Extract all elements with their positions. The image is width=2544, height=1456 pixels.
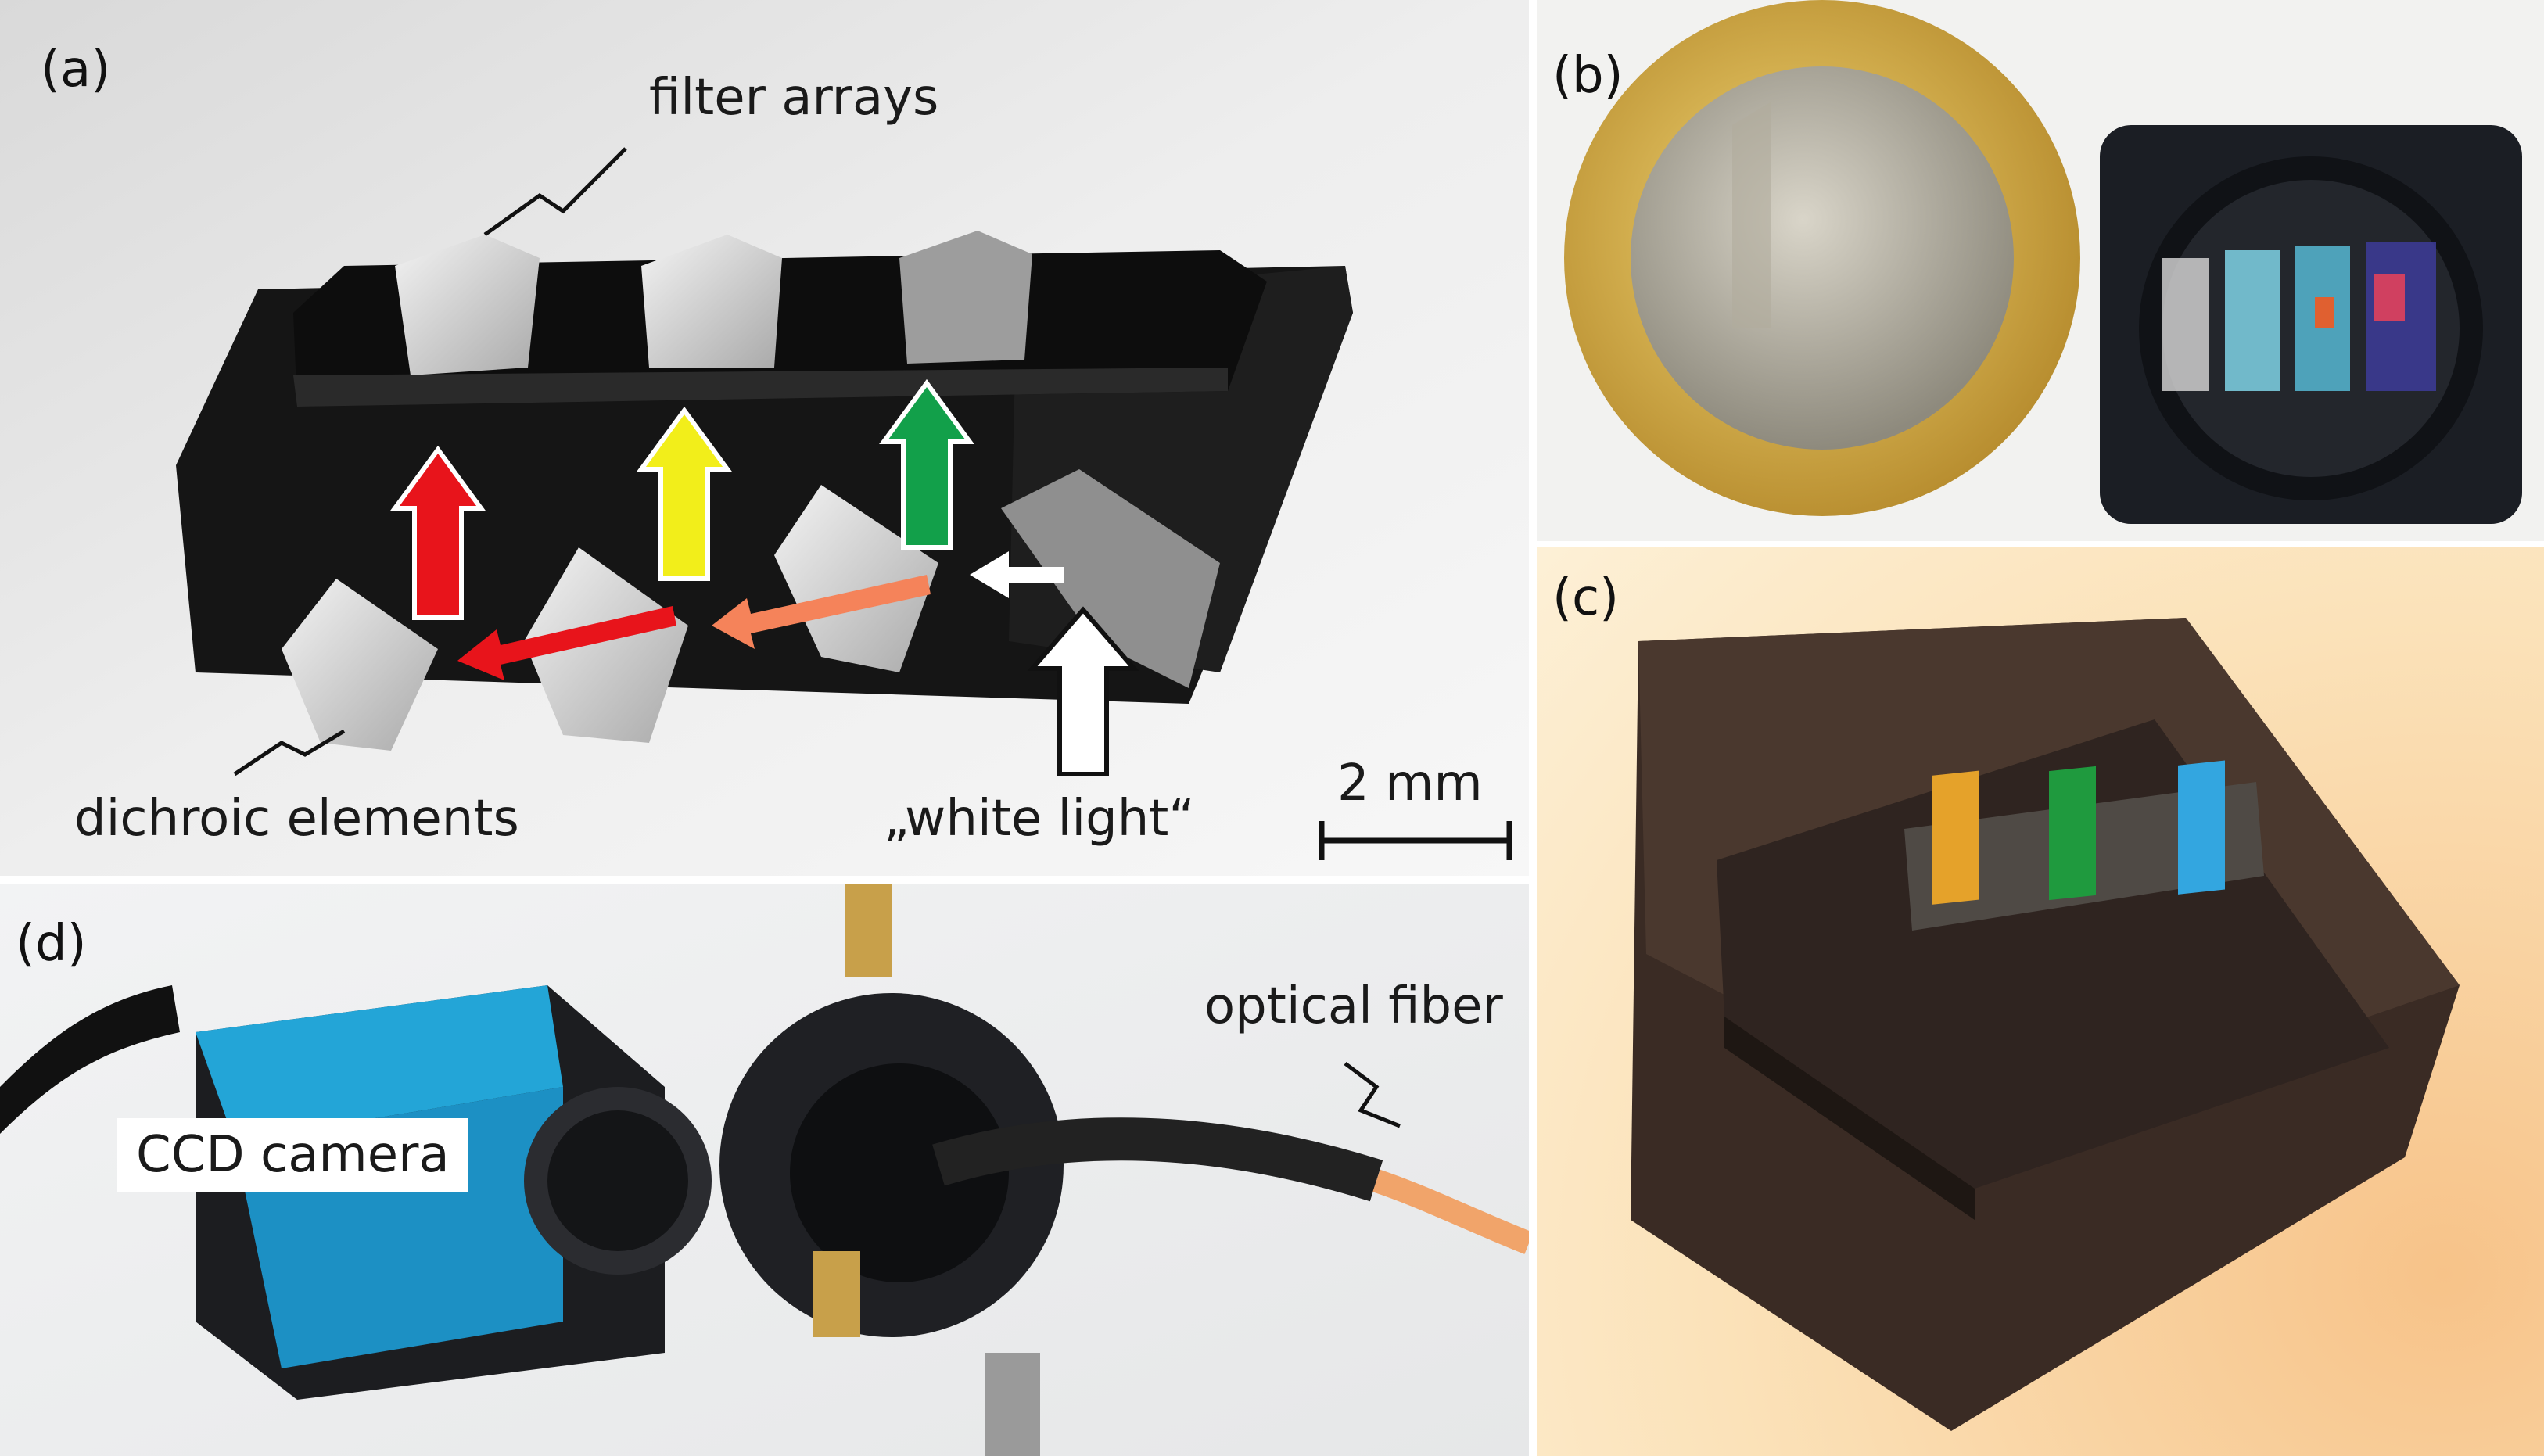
dichroic-elements-label: dichroic elements (74, 790, 519, 848)
panel-d-label: (d) (16, 915, 87, 973)
white-small-arrow (970, 551, 1064, 598)
filter-arrays-label: filter arrays (649, 69, 939, 127)
panel-c: (c) (1537, 547, 2544, 1456)
scale-bar (1319, 821, 1512, 860)
panel-b-label: (b) (1552, 47, 1624, 105)
scale-bar-label: 2 mm (1337, 755, 1483, 812)
panel-b: (b) (1537, 0, 2544, 541)
red-arrow (390, 445, 486, 620)
ccd-camera-label: CCD camera (117, 1118, 468, 1192)
panel-a-label: (a) (41, 41, 111, 99)
panel-a: (a) filter arrays dichroic elements „whi… (0, 0, 1529, 876)
panel-a-photo (0, 0, 1529, 876)
panel-c-label: (c) (1552, 569, 1620, 627)
red-horizontal-arrow (457, 606, 676, 680)
panel-d: (d) optical fiber CCD camera (0, 884, 1529, 1456)
yellow-arrow (637, 406, 732, 581)
white-light-label: „white light“ (884, 790, 1195, 848)
white-light-arrow (1027, 606, 1139, 776)
green-arrow (879, 378, 974, 550)
panel-c-photo (1537, 547, 2544, 1456)
optical-fiber-label: optical fiber (1204, 977, 1503, 1035)
orange-arrow (712, 575, 931, 649)
panel-b-photo (1537, 0, 2544, 541)
